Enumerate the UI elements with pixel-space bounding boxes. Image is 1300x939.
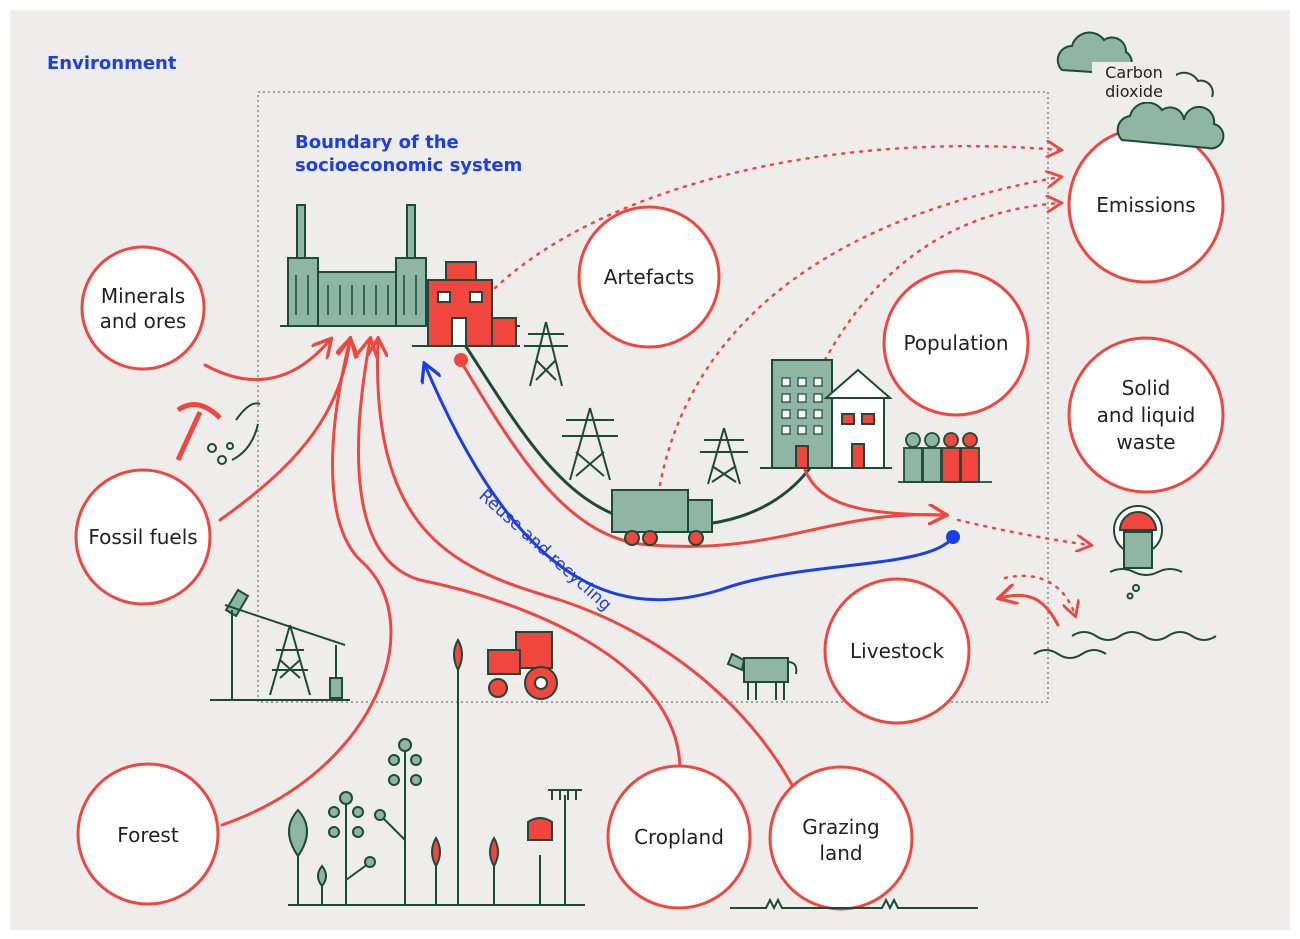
flow-lines	[203, 146, 1090, 827]
node-population: Population	[882, 269, 1030, 417]
flow-minerals	[203, 340, 330, 382]
power-pylon-icon-2	[562, 407, 618, 481]
power-pylon-icon	[524, 321, 568, 387]
svg-text:Livestock: Livestock	[850, 639, 944, 663]
carbon-label: Carbon	[1105, 63, 1163, 82]
output-origin-dot	[454, 353, 468, 367]
reuse-origin-dot	[946, 530, 960, 544]
tractor-icon	[487, 631, 558, 700]
svg-text:Forest: Forest	[117, 823, 179, 847]
boundary-heading: Boundary of the	[295, 132, 459, 153]
boundary-heading-line2: socioeconomic system	[295, 155, 522, 176]
carbon-label-line2: dioxide	[1105, 82, 1163, 101]
grass-icon	[730, 897, 978, 911]
node-minerals: Minerals and ores	[80, 245, 206, 371]
node-waste: Solid and liquid waste	[1067, 336, 1225, 494]
city-buildings-icon	[760, 359, 893, 469]
factory-icon	[280, 204, 520, 347]
node-forest: Forest	[76, 762, 220, 906]
flow-grazing	[378, 340, 802, 802]
svg-text:Population: Population	[903, 331, 1008, 355]
flow-emission-3	[823, 203, 1060, 362]
flow-population-output	[803, 468, 947, 517]
svg-text:waste: waste	[1116, 430, 1175, 454]
system-boundary	[257, 91, 1049, 703]
carbon-dioxide-cloud-icon	[1056, 31, 1225, 150]
svg-text:Cropland: Cropland	[634, 825, 724, 849]
environment-heading: Environment	[47, 53, 177, 74]
svg-text:and liquid: and liquid	[1097, 403, 1196, 427]
flow-return	[1000, 595, 1060, 627]
flow-emission-2	[658, 177, 1060, 487]
node-livestock: Livestock	[823, 577, 971, 725]
svg-text:and ores: and ores	[100, 309, 187, 333]
carbon-label-bg	[1092, 62, 1176, 102]
node-emissions: Emissions	[1067, 126, 1225, 284]
plants-icon	[288, 637, 585, 906]
water-waves-icon	[1033, 631, 1217, 659]
flow-forest	[220, 340, 393, 827]
flow-cropland	[358, 340, 682, 772]
node-cropland: Cropland	[606, 764, 752, 910]
people-icon	[898, 432, 992, 483]
pickaxe-icon	[175, 402, 261, 465]
svg-text:Grazing: Grazing	[802, 815, 879, 839]
flow-waste-water	[1003, 574, 1075, 615]
node-grazing-land: Grazing land	[768, 765, 914, 911]
waste-outlet-icon	[1109, 505, 1183, 600]
svg-text:Solid: Solid	[1122, 376, 1171, 400]
svg-text:Minerals: Minerals	[101, 284, 185, 308]
node-artefacts: Artefacts	[577, 205, 721, 349]
svg-text:Emissions: Emissions	[1096, 193, 1195, 217]
truck-icon	[611, 489, 713, 546]
oil-pump-icon	[210, 588, 350, 701]
cow-icon	[726, 652, 798, 700]
svg-text:Fossil fuels: Fossil fuels	[88, 525, 197, 549]
node-fossil-fuels: Fossil fuels	[74, 468, 212, 606]
svg-text:land: land	[819, 841, 862, 865]
flow-reuse	[425, 365, 955, 602]
svg-text:Artefacts: Artefacts	[604, 265, 695, 289]
power-pylon-icon-3	[700, 427, 748, 485]
flow-emission-1	[493, 146, 1060, 290]
